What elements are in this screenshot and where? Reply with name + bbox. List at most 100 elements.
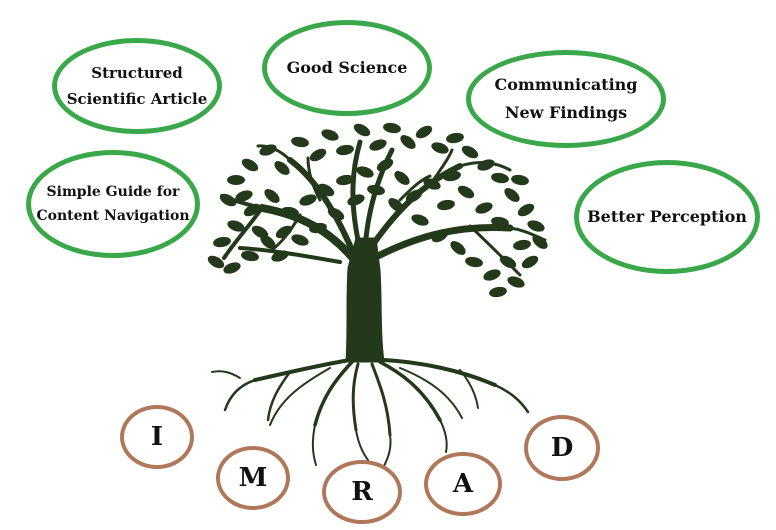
tree-leaf — [369, 139, 387, 151]
tree-leaf — [475, 202, 493, 214]
tree-leaf — [260, 235, 276, 249]
tree-leaf — [521, 255, 539, 269]
tree-leaf — [394, 171, 410, 185]
tree-leaf — [450, 241, 466, 255]
tree-leaf — [491, 172, 509, 184]
tree-leaf — [227, 175, 245, 185]
tree-leaf — [483, 269, 501, 281]
tree-leaf — [532, 235, 548, 249]
tree-leaf — [291, 136, 309, 148]
tree-leaf — [241, 158, 259, 172]
tree-branch — [398, 174, 432, 202]
tree-root — [223, 378, 257, 412]
bubble-text-line: Structured — [91, 63, 183, 82]
bubble-text: Better Perception — [587, 207, 747, 226]
tree-leaf — [259, 144, 277, 156]
bubble-text-line: Scientific Article — [66, 90, 208, 108]
tree-leaf — [321, 129, 339, 141]
tree-leaf — [446, 132, 464, 144]
tree-leaf — [405, 189, 423, 203]
tree-leaf — [461, 145, 479, 159]
tree-branch — [222, 206, 264, 260]
tree-root — [313, 360, 354, 427]
bubble-text-line: Communicating — [494, 75, 638, 94]
tree-leaf — [274, 161, 290, 175]
tree-root — [399, 367, 463, 419]
tree-leaf — [499, 255, 517, 269]
tree-leaf — [415, 125, 433, 139]
tree-leaf — [317, 183, 335, 197]
tree-leaf — [309, 222, 327, 234]
imrad-letter-d: D — [524, 415, 600, 481]
tree-leaf — [347, 194, 365, 206]
bubble-communicating-new-findings: Communicating New Findings — [466, 50, 666, 148]
tree-root — [383, 434, 392, 467]
tree-leaf — [227, 220, 245, 232]
tree-root — [211, 370, 241, 379]
bubble-simple-guide-content-navigation: Simple Guide for Content Navigation — [26, 150, 200, 258]
tree-leaf — [457, 185, 475, 199]
tree-leaf — [527, 220, 545, 232]
tree-root — [459, 369, 479, 409]
tree-leaf — [504, 188, 520, 202]
tree-leaf — [309, 148, 327, 162]
tree-leaf — [507, 276, 525, 288]
tree-leaf — [241, 250, 259, 262]
tree-root — [266, 370, 292, 422]
tree-leaf — [235, 190, 253, 202]
tree-leaf — [423, 178, 441, 190]
tree-root — [351, 362, 360, 432]
tree-leaf — [477, 159, 495, 171]
tree-branch — [350, 139, 363, 243]
tree-root — [355, 429, 369, 461]
bubble-structured-scientific-article: Structured Scientific Article — [52, 38, 222, 134]
tree-leaf — [356, 166, 374, 178]
bubble-text-line: New Findings — [504, 103, 628, 122]
tree-leaf — [367, 184, 385, 196]
tree-root — [370, 362, 392, 437]
tree-leaf — [517, 203, 535, 217]
tree-leaf — [491, 216, 509, 228]
tree-root — [378, 360, 442, 422]
tree-leaf — [327, 207, 345, 221]
tree-leaf — [336, 174, 354, 186]
tree-leaf — [400, 135, 416, 149]
bubble-text-line: Simple Guide for — [46, 183, 180, 200]
tree-leaf — [207, 255, 225, 269]
bubble-text: Good Science — [286, 58, 408, 77]
tree-branch — [468, 224, 522, 277]
tree-root — [311, 424, 317, 466]
tree-leaf — [511, 174, 529, 186]
tree-leaf — [513, 239, 531, 251]
imrad-letter-a: A — [424, 452, 502, 516]
tree-leaf — [465, 256, 483, 268]
tree-root — [382, 358, 497, 387]
tree-leaf — [443, 170, 461, 182]
tree-leaf — [411, 214, 429, 226]
imrad-letter-m: M — [216, 446, 290, 510]
tree-leaf — [388, 198, 404, 212]
tree-leaf — [299, 194, 317, 206]
bubble-text-line: Content Navigation — [36, 208, 190, 224]
imrad-letter-r: R — [322, 460, 402, 524]
tree-leaf — [251, 225, 269, 239]
tree-leaf — [336, 144, 354, 156]
tree-leaf — [213, 236, 231, 248]
tree-leaf — [219, 193, 237, 207]
bubble-good-science: Good Science — [262, 20, 432, 116]
tree-root — [493, 383, 530, 414]
imrad-letter-i: I — [120, 405, 194, 469]
tree-leaf — [431, 142, 449, 154]
tree-leaf — [281, 206, 299, 218]
bubble-better-perception: Better Perception — [574, 160, 760, 274]
tree-leaf — [275, 225, 293, 239]
tree-leaf — [376, 158, 394, 172]
tree-root — [253, 358, 352, 382]
tree-leaf — [437, 199, 455, 211]
tree-leaf — [489, 286, 507, 298]
tree-leaf — [264, 189, 280, 203]
tree-leaf — [353, 123, 371, 137]
tree-leaf — [383, 122, 401, 134]
tree-root — [269, 367, 331, 426]
